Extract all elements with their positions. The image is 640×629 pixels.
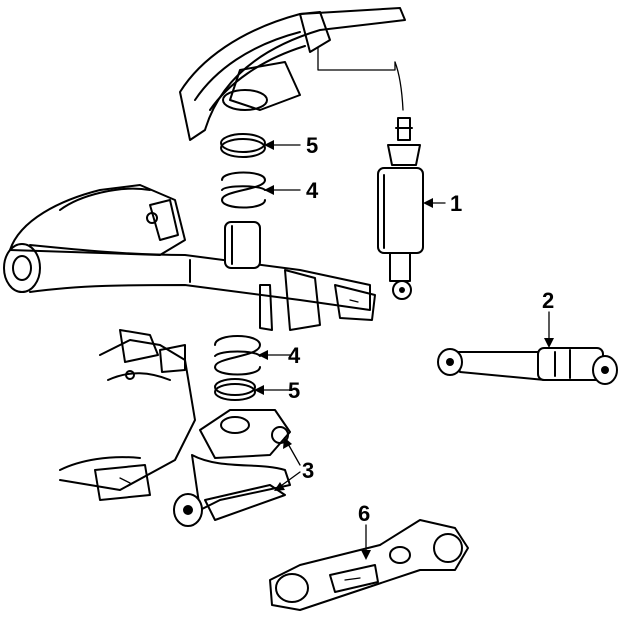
callout-4-upper: 4 bbox=[306, 178, 319, 203]
lower-coil-spring bbox=[214, 335, 261, 376]
callout-5-upper: 5 bbox=[306, 133, 318, 158]
leader-lines bbox=[254, 140, 554, 560]
callout-4-lower: 4 bbox=[288, 343, 301, 368]
lower-control-arm bbox=[173, 409, 291, 527]
upper-frame-rail bbox=[179, 7, 406, 141]
callout-3: 3 bbox=[302, 458, 314, 483]
lower-insulator bbox=[214, 378, 256, 401]
callout-6: 6 bbox=[358, 501, 370, 526]
callout-2: 2 bbox=[542, 288, 554, 313]
upper-control-arm bbox=[437, 347, 618, 385]
jounce-bumper bbox=[224, 221, 261, 269]
rear-axle-housing bbox=[3, 184, 376, 331]
callout-5-lower: 5 bbox=[288, 378, 300, 403]
callout-1: 1 bbox=[450, 191, 462, 216]
crossmember-bracket bbox=[269, 519, 469, 611]
lower-frame-rail bbox=[59, 329, 196, 501]
shock-absorber bbox=[377, 117, 424, 300]
upper-coil-spring bbox=[221, 171, 266, 209]
upper-insulator bbox=[220, 133, 266, 158]
